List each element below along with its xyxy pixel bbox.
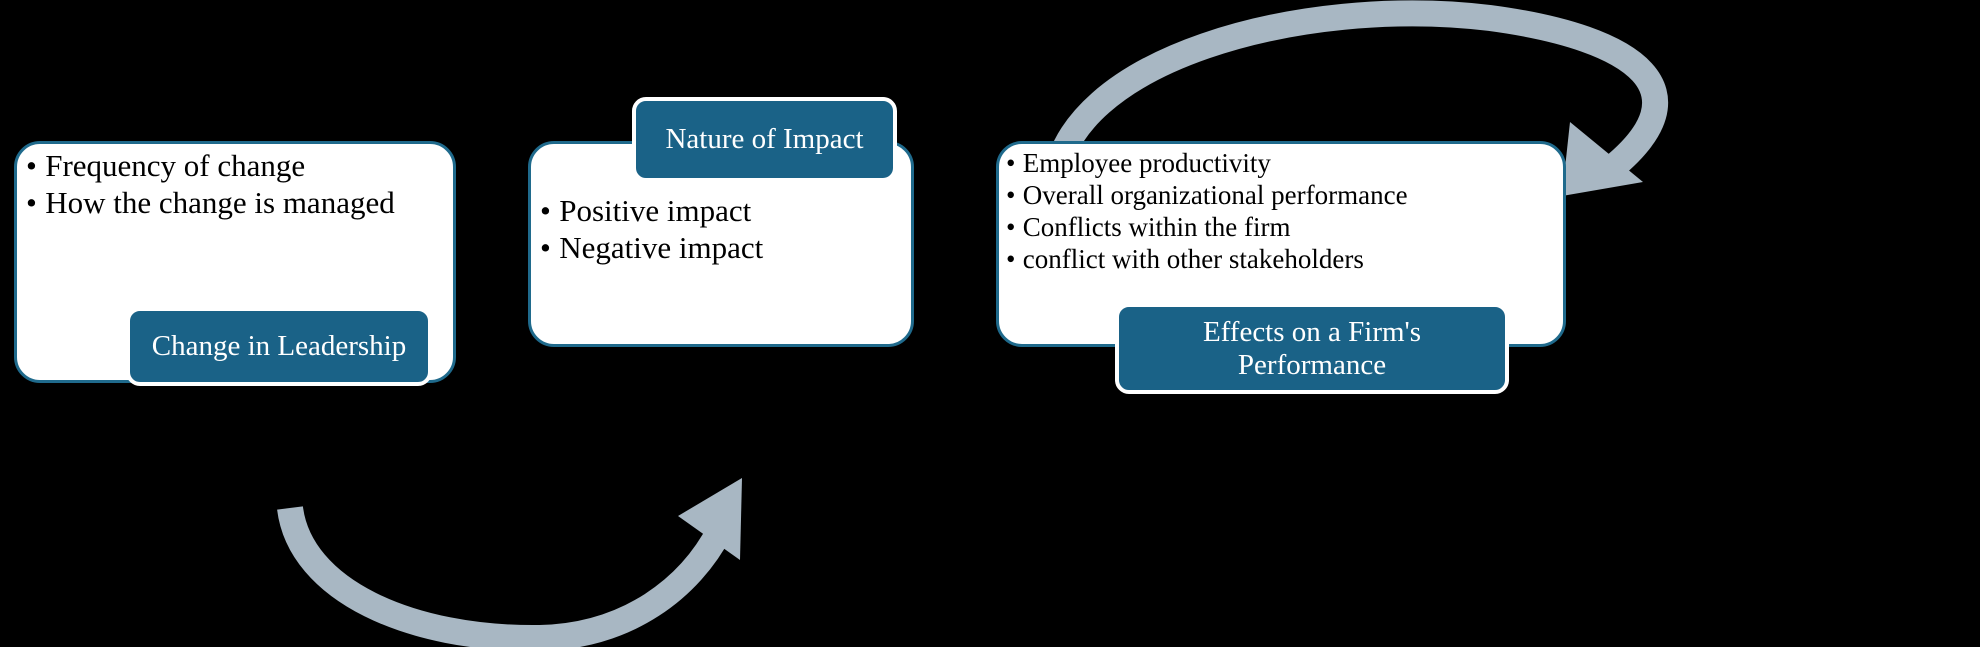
list-item: Frequency of change (26, 148, 450, 185)
tag-effects-on-firm-performance[interactable]: Effects on a Firm's Performance (1115, 303, 1509, 394)
tag-line-1: Effects on a Firm's (1202, 316, 1422, 349)
arrow-stage1-to-stage2 (277, 478, 742, 647)
list-item: Employee productivity (1006, 148, 1562, 180)
bullet-list-change-in-leadership: Frequency of change How the change is ma… (26, 148, 450, 221)
list-item: Conflicts within the firm (1006, 212, 1562, 244)
tag-line-2: Performance (1237, 348, 1387, 381)
tag-nature-of-impact[interactable]: Nature of Impact (632, 97, 897, 182)
list-item: Overall organizational performance (1006, 180, 1562, 212)
bullet-list-nature-of-impact: Positive impact Negative impact (540, 193, 910, 266)
arrow-stage2-to-stage3 (1042, 0, 1669, 196)
list-item: conflict with other stakeholders (1006, 244, 1562, 276)
list-item: Positive impact (540, 193, 910, 230)
list-item: How the change is managed (26, 185, 450, 222)
bullet-list-effects-on-firm-performance: Employee productivity Overall organizati… (1006, 148, 1562, 275)
tag-change-in-leadership[interactable]: Change in Leadership (126, 307, 432, 386)
list-item: Negative impact (540, 230, 910, 267)
